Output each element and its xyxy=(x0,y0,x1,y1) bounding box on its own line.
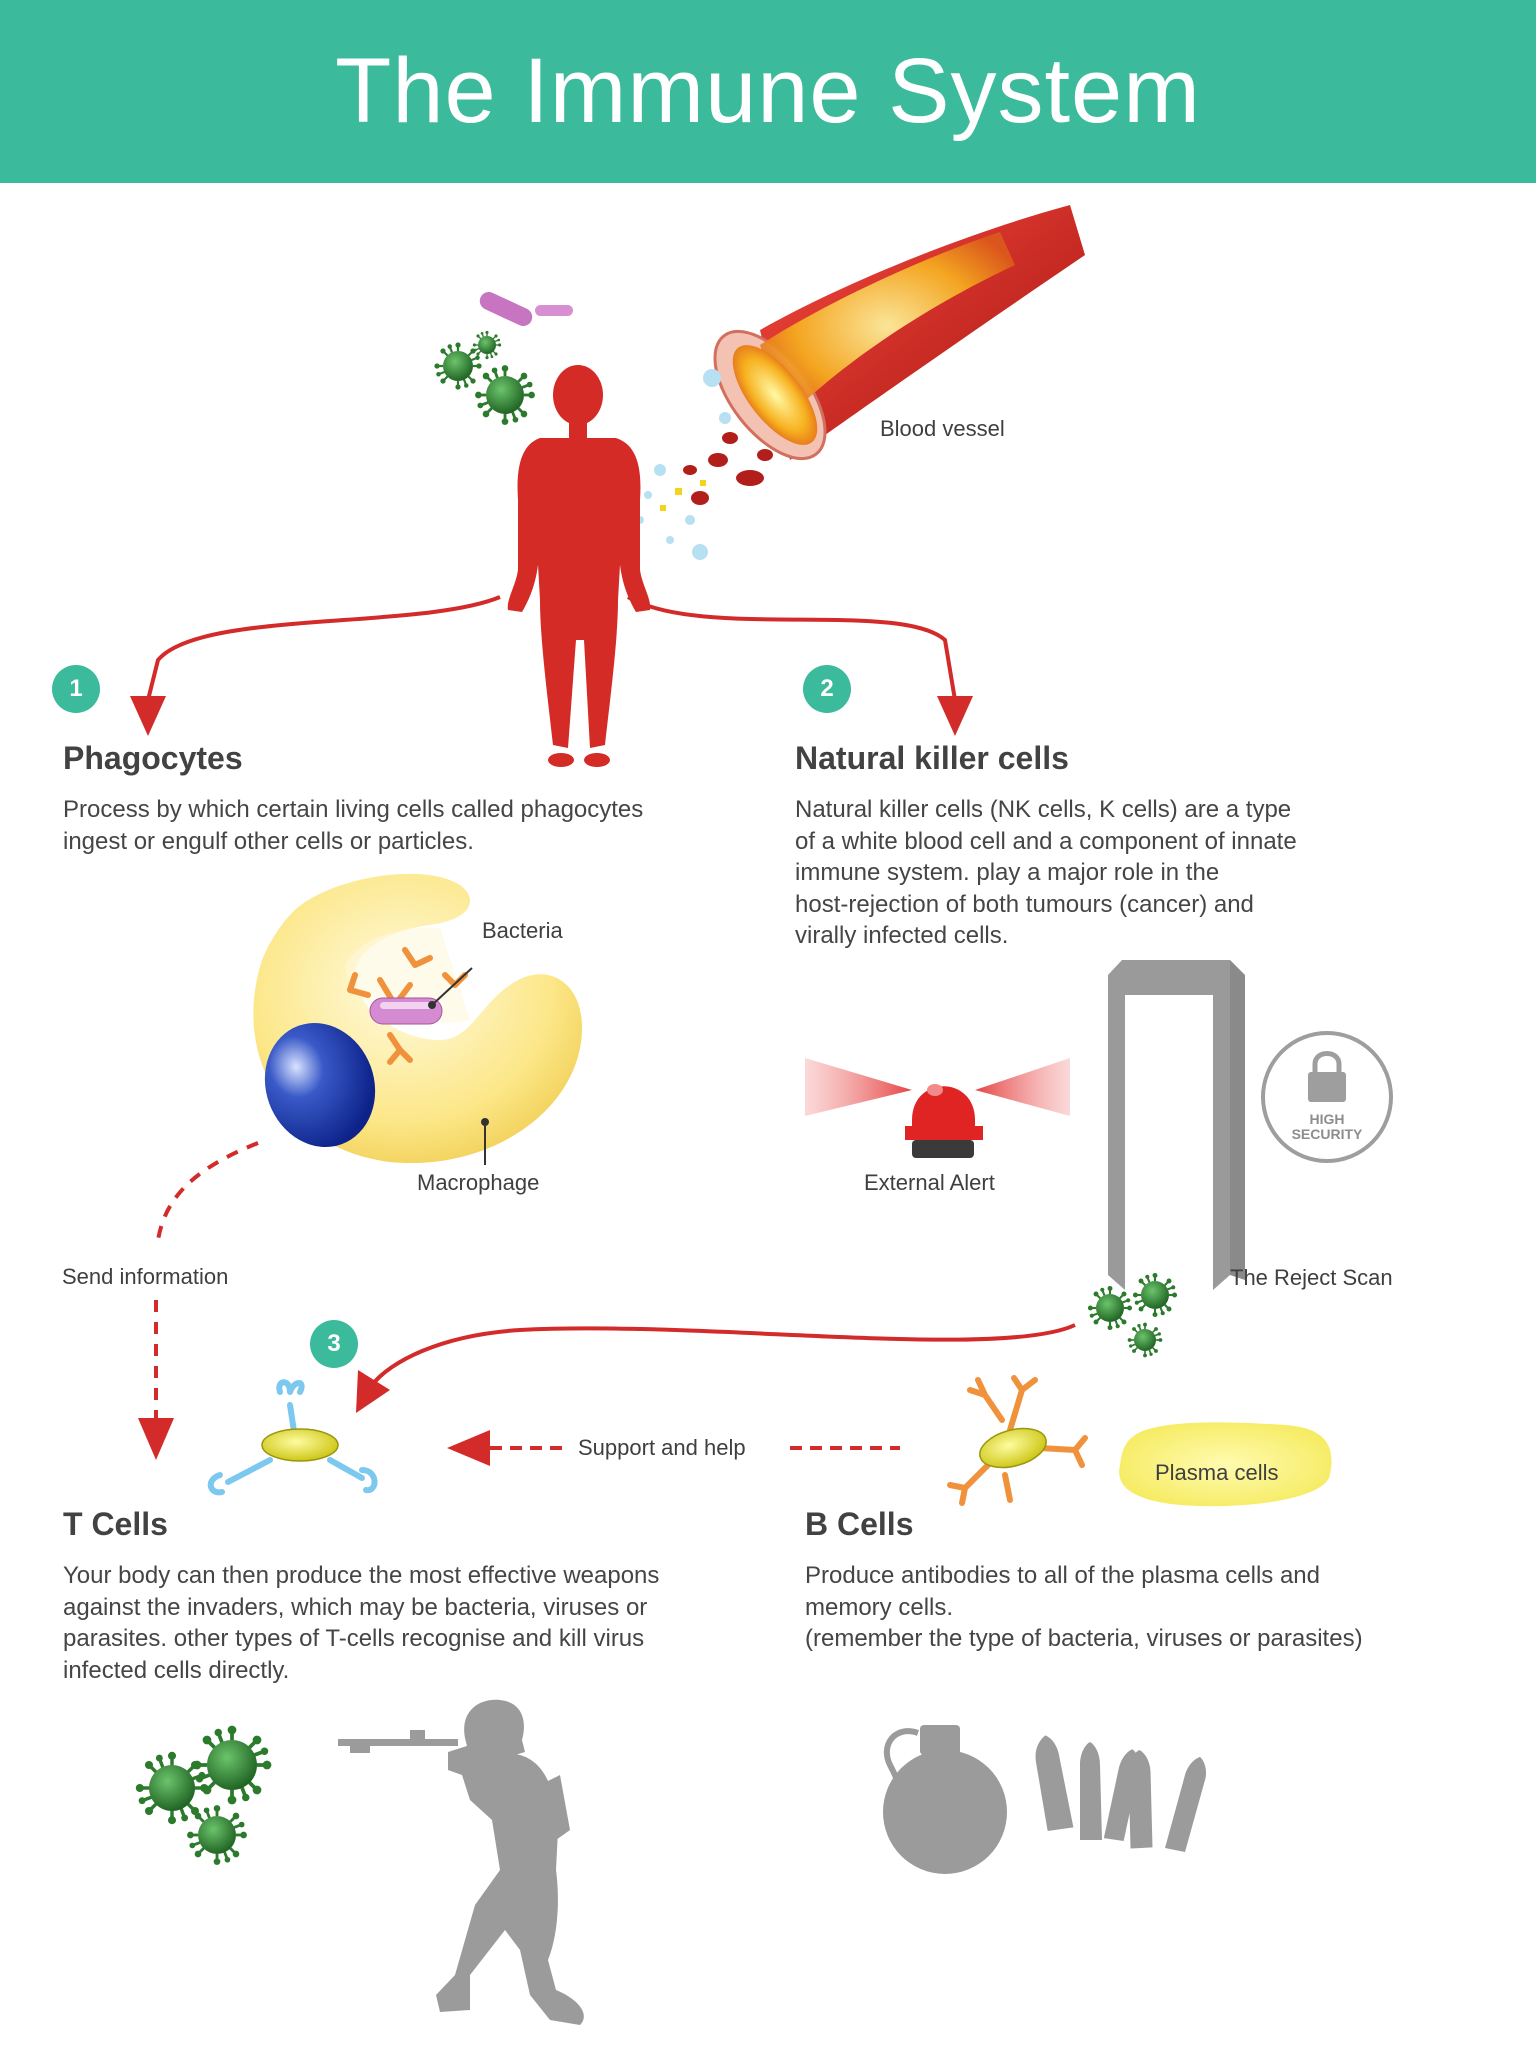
title-banner: The Immune System xyxy=(0,0,1536,183)
plasma-cells-label: Plasma cells xyxy=(1155,1460,1279,1485)
blood-vessel-label: Blood vessel xyxy=(880,416,1005,441)
phagocytes-description: Process by which certain living cells ca… xyxy=(63,796,644,855)
virus-cluster-reject-scan xyxy=(1086,1271,1179,1359)
reject-scan-label: The Reject Scan xyxy=(1230,1265,1393,1290)
bacteria-label: Bacteria xyxy=(482,918,563,943)
b-cells-description: Produce antibodies to all of the plasma … xyxy=(805,1562,1363,1652)
plasma-cells-blob xyxy=(1119,1422,1332,1507)
macrophage-label: Macrophage xyxy=(417,1170,540,1195)
reject-scan-to-tcell-arrow xyxy=(356,1323,1076,1413)
t-cells-description: Your body can then produce the most effe… xyxy=(63,1562,660,1684)
nk-cells-description: Natural killer cells (NK cells, K cells)… xyxy=(795,796,1297,949)
send-information-label: Send information xyxy=(62,1264,229,1289)
step-badge-1: 1 xyxy=(52,665,100,713)
t-cell-illustration xyxy=(207,1379,378,1496)
support-and-help-dashed-arrow xyxy=(447,1430,900,1466)
b-cell-illustration xyxy=(947,1375,1088,1506)
flow-arrows-from-body xyxy=(146,595,957,701)
human-body-silhouette xyxy=(507,365,651,767)
step-badge-3: 3 xyxy=(310,1320,358,1368)
step-badge-2: 2 xyxy=(803,665,851,713)
external-alert-label: External Alert xyxy=(864,1170,995,1195)
support-and-help-label: Support and help xyxy=(578,1435,746,1460)
phagocytes-title: Phagocytes xyxy=(63,740,243,776)
security-scanner-gate xyxy=(1108,960,1245,1290)
nk-cells-title: Natural killer cells xyxy=(795,740,1069,776)
virus-cluster-top xyxy=(433,330,537,427)
virus-cluster-bottom xyxy=(134,1723,274,1867)
flow-arrowheads xyxy=(130,696,973,736)
bacteria-illustration xyxy=(479,291,573,327)
high-security-lock-icon xyxy=(1261,1031,1393,1163)
b-cells-title: B Cells xyxy=(805,1506,914,1542)
external-alert-siren xyxy=(805,1058,1070,1158)
send-information-dashed-arrow xyxy=(138,1141,259,1460)
page-title: The Immune System xyxy=(335,40,1201,142)
blood-vessel-illustration xyxy=(636,205,1085,560)
bullets-silhouette xyxy=(1035,1735,1207,1852)
grenade-silhouette xyxy=(883,1725,1007,1874)
soldier-silhouette xyxy=(338,1699,584,2025)
macrophage-illustration xyxy=(253,873,583,1165)
high-security-label: HIGH SECURITY xyxy=(1291,1111,1363,1142)
t-cells-title: T Cells xyxy=(63,1506,168,1542)
